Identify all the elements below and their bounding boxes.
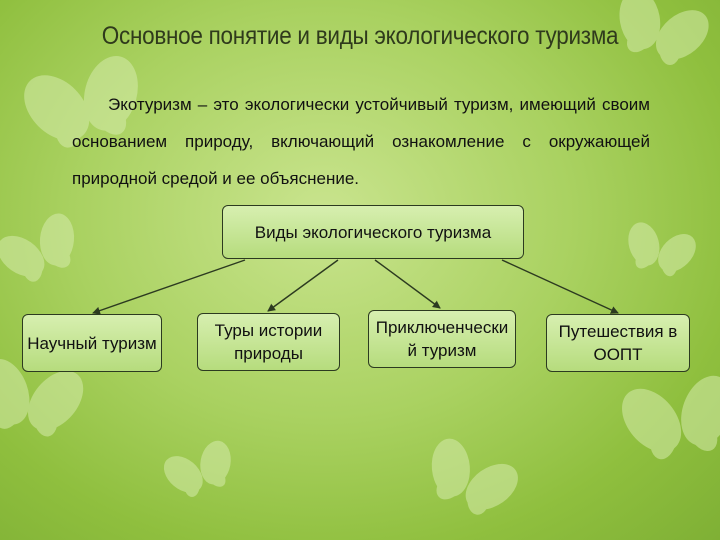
connector-arrow <box>374 259 441 309</box>
child-node-nature-history: Туры истории природы <box>197 313 340 371</box>
connector-arrow <box>267 259 339 312</box>
connector-arrow <box>92 259 246 315</box>
child-node-adventure: Приключенческий туризм <box>368 310 516 368</box>
connector-arrow <box>501 259 619 314</box>
root-node: Виды экологического туризма <box>222 205 524 259</box>
child-node-protected-areas: Путешествия в ООПТ <box>546 314 690 372</box>
page-title: Основное понятие и виды экологического т… <box>101 22 619 50</box>
definition-paragraph: Экотуризм – это экологически устойчивый … <box>72 95 650 188</box>
child-node-scientific: Научный туризм <box>22 314 162 372</box>
